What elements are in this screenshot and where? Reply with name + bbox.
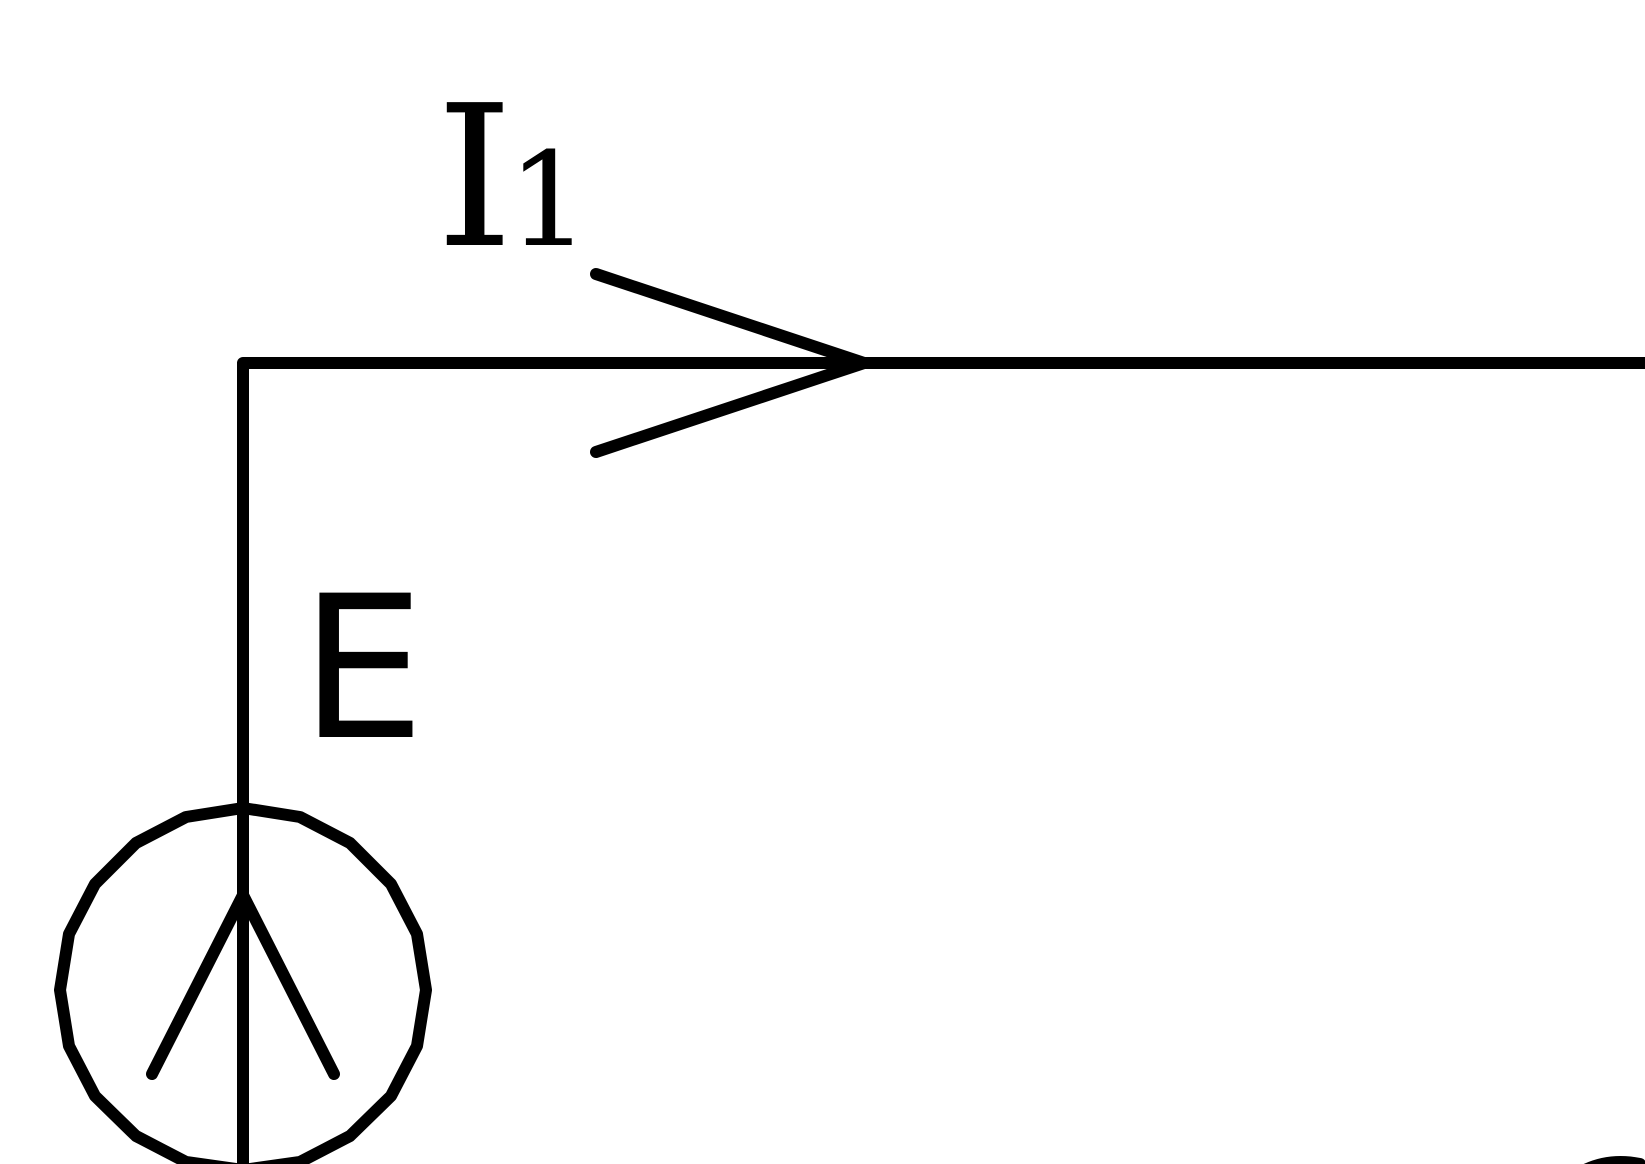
current-label-symbol: I <box>436 64 514 292</box>
circuit-wire <box>237 357 1645 814</box>
source-label: E <box>300 553 426 784</box>
current-label-subscript: 1 <box>507 124 591 276</box>
current-arrow-icon <box>590 268 870 458</box>
arrow-up-icon <box>146 889 340 1080</box>
partial-component-icon <box>1583 1156 1645 1164</box>
current-label: I1 <box>436 80 590 276</box>
current-source-icon <box>54 802 432 1164</box>
